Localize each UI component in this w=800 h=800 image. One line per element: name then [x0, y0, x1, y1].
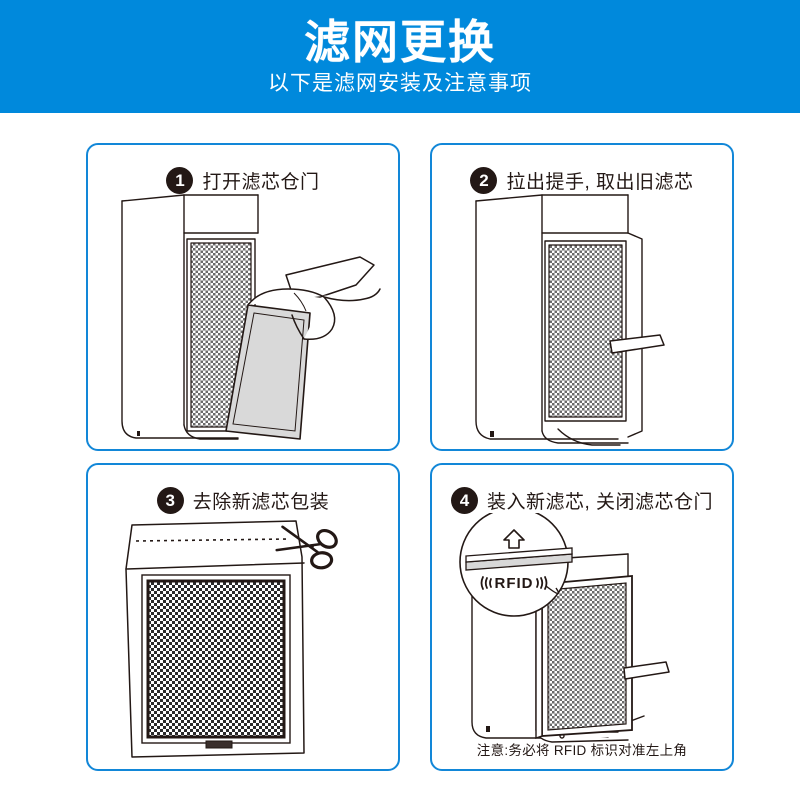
step-4-number: 4 — [450, 487, 478, 514]
step-card-1: 1 打开滤芯仓门 — [86, 143, 400, 451]
page-subtitle: 以下是滤网安装及注意事项 — [268, 72, 532, 95]
step-2-label: 拉出提手, 取出旧滤芯 — [506, 172, 694, 193]
step-1-number: 1 — [166, 167, 194, 194]
step-3-number: 3 — [156, 487, 184, 514]
step-card-4: 4 装入新滤芯, 关闭滤芯仓门 — [430, 463, 734, 771]
step-2-number: 2 — [470, 167, 498, 194]
svg-text:RFID: RFID — [495, 575, 534, 592]
steps-grid: 1 打开滤芯仓门 — [0, 113, 800, 800]
step-card-2: 2 拉出提手, 取出旧滤芯 — [430, 143, 734, 451]
step-3-label: 去除新滤芯包装 — [192, 492, 330, 513]
step-3-header: 3 去除新滤芯包装 — [88, 487, 398, 514]
step-1-illustration — [88, 193, 398, 451]
step-3-illustration — [88, 513, 398, 771]
step-1-header: 1 打开滤芯仓门 — [88, 167, 398, 194]
header-banner: 滤网更换 以下是滤网安装及注意事项 — [0, 0, 800, 113]
step-4-note: 注意:务必将 RFID 标识对准左上角 — [476, 743, 688, 758]
step-card-3: 3 去除新滤芯包装 — [86, 463, 400, 771]
step-4-header: 4 装入新滤芯, 关闭滤芯仓门 — [432, 487, 732, 514]
page-title: 滤网更换 — [304, 16, 496, 68]
step-4-label: 装入新滤芯, 关闭滤芯仓门 — [486, 492, 714, 513]
step-2-illustration — [432, 193, 732, 451]
step-4-illustration: RFID — [432, 513, 732, 771]
step-1-label: 打开滤芯仓门 — [202, 172, 320, 193]
step-2-header: 2 拉出提手, 取出旧滤芯 — [432, 167, 732, 194]
